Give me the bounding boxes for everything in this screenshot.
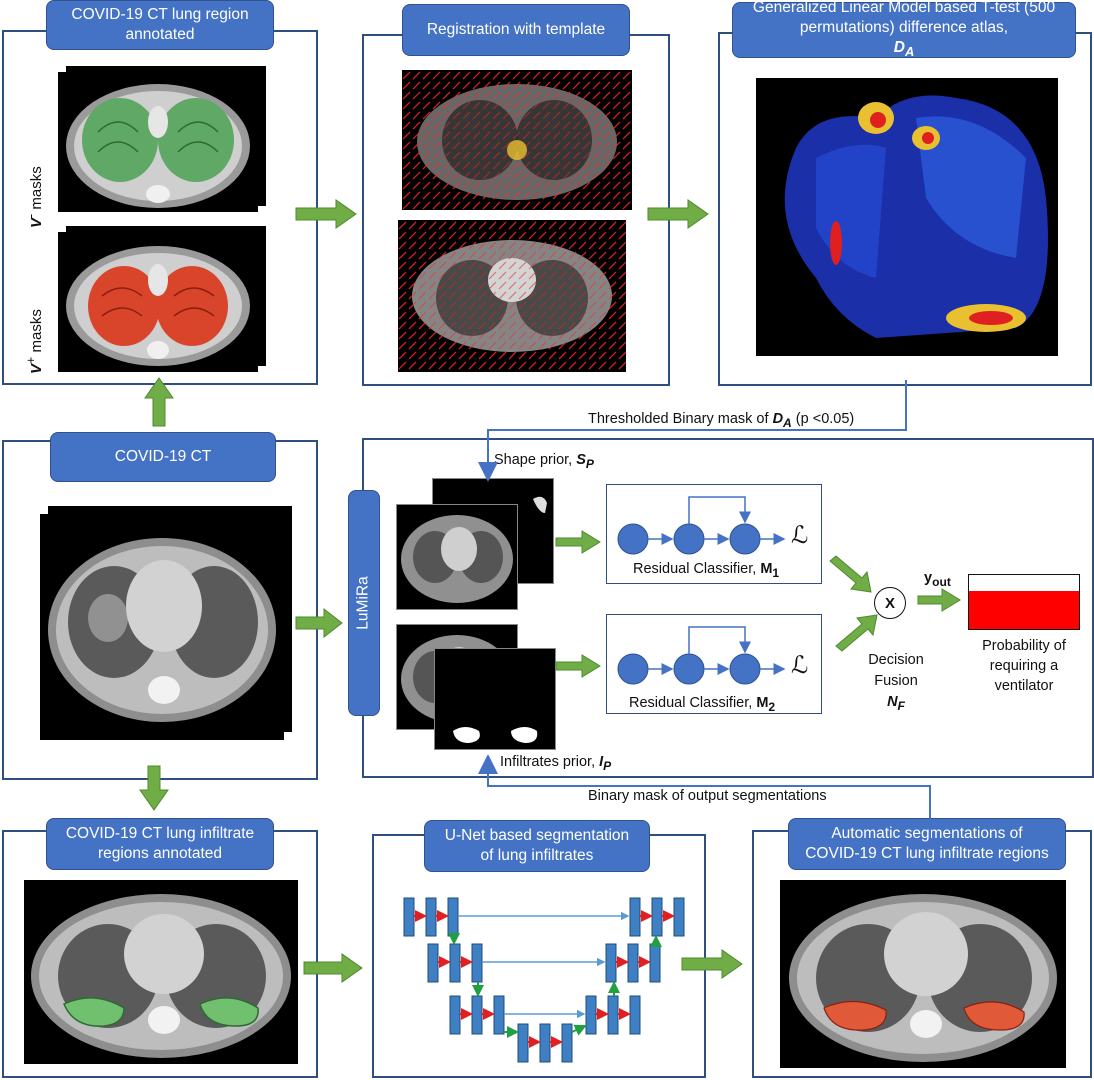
classifier-1-box: ℒ Residual Classifier, M1 xyxy=(606,484,822,584)
probability-label: Probability of requiring a ventilator xyxy=(982,638,1066,694)
ct-negative-mask-image xyxy=(58,72,258,212)
fusion-node: X xyxy=(874,587,906,619)
auto-seg-image xyxy=(780,880,1066,1068)
thresholded-mask-label: Thresholded Binary mask of DA (p <0.05) xyxy=(588,411,855,430)
covid-ct-svg xyxy=(48,538,276,722)
infiltrate-annotated-image xyxy=(24,880,298,1064)
auto-seg-panel xyxy=(752,830,1092,1078)
infiltrates-prior-svg xyxy=(453,727,538,743)
registration-image-top xyxy=(402,70,632,210)
classifier-2-graph xyxy=(617,626,786,685)
probability-bar xyxy=(968,574,1080,630)
neg-mask-label: V- masks xyxy=(24,166,45,228)
unet-panel xyxy=(372,834,706,1078)
infiltrates-prior-label: Infiltrates prior, IP xyxy=(500,754,612,773)
unet-diagram xyxy=(403,897,685,1063)
binary-mask-label: Binary mask of output segmentations xyxy=(588,788,827,804)
classifier-1-graph xyxy=(617,496,786,555)
auto-seg-svg xyxy=(789,894,1057,1062)
registration-panel xyxy=(362,34,670,386)
infiltrates-prior-mask xyxy=(434,648,556,750)
negative-mask-svg xyxy=(66,84,250,208)
registration-bottom-svg xyxy=(398,220,626,372)
registration-top-svg xyxy=(402,70,632,210)
annotated-panel: V- masks V+ masks xyxy=(2,30,318,385)
glm-title: Generalized Linear Model based T-test (5… xyxy=(732,0,1076,59)
lumira-label: LuMiRa xyxy=(348,490,380,716)
glm-panel xyxy=(718,32,1092,386)
probability-fill xyxy=(969,591,1079,629)
infiltrate-annotated-svg xyxy=(31,894,291,1058)
classifier-2-box: ℒ Residual Classifier, M2 xyxy=(606,614,822,714)
pos-mask-label: V+ masks xyxy=(24,309,45,374)
lumira-ct-top-svg xyxy=(401,515,513,603)
positive-mask-svg xyxy=(66,246,250,366)
y-out-label: yout xyxy=(924,570,951,589)
lumira-ct-top xyxy=(396,504,518,610)
difference-atlas-image xyxy=(756,78,1058,356)
ct-positive-mask-image xyxy=(58,232,258,372)
registration-image-bottom xyxy=(398,220,626,372)
arrow-ct-to-annot xyxy=(144,377,174,427)
shape-prior-label: Shape prior, SP xyxy=(494,452,594,471)
covid-ct-title: COVID-19 CT xyxy=(50,432,276,482)
registration-title: Registration with template xyxy=(402,4,630,56)
covid-ct-panel xyxy=(2,440,318,780)
difference-atlas-svg xyxy=(784,95,1048,338)
shape-prior-svg xyxy=(533,496,547,513)
classifier-2-label: Residual Classifier, M2 xyxy=(629,695,776,714)
covid-ct-image xyxy=(40,514,284,740)
infiltrate-annotated-panel xyxy=(2,830,318,1078)
classifier-1-label: Residual Classifier, M1 xyxy=(633,561,780,580)
fusion-label: Decision Fusion NF xyxy=(868,652,924,713)
loss-symbol-1: ℒ xyxy=(791,521,809,549)
loss-symbol-2: ℒ xyxy=(791,651,809,679)
